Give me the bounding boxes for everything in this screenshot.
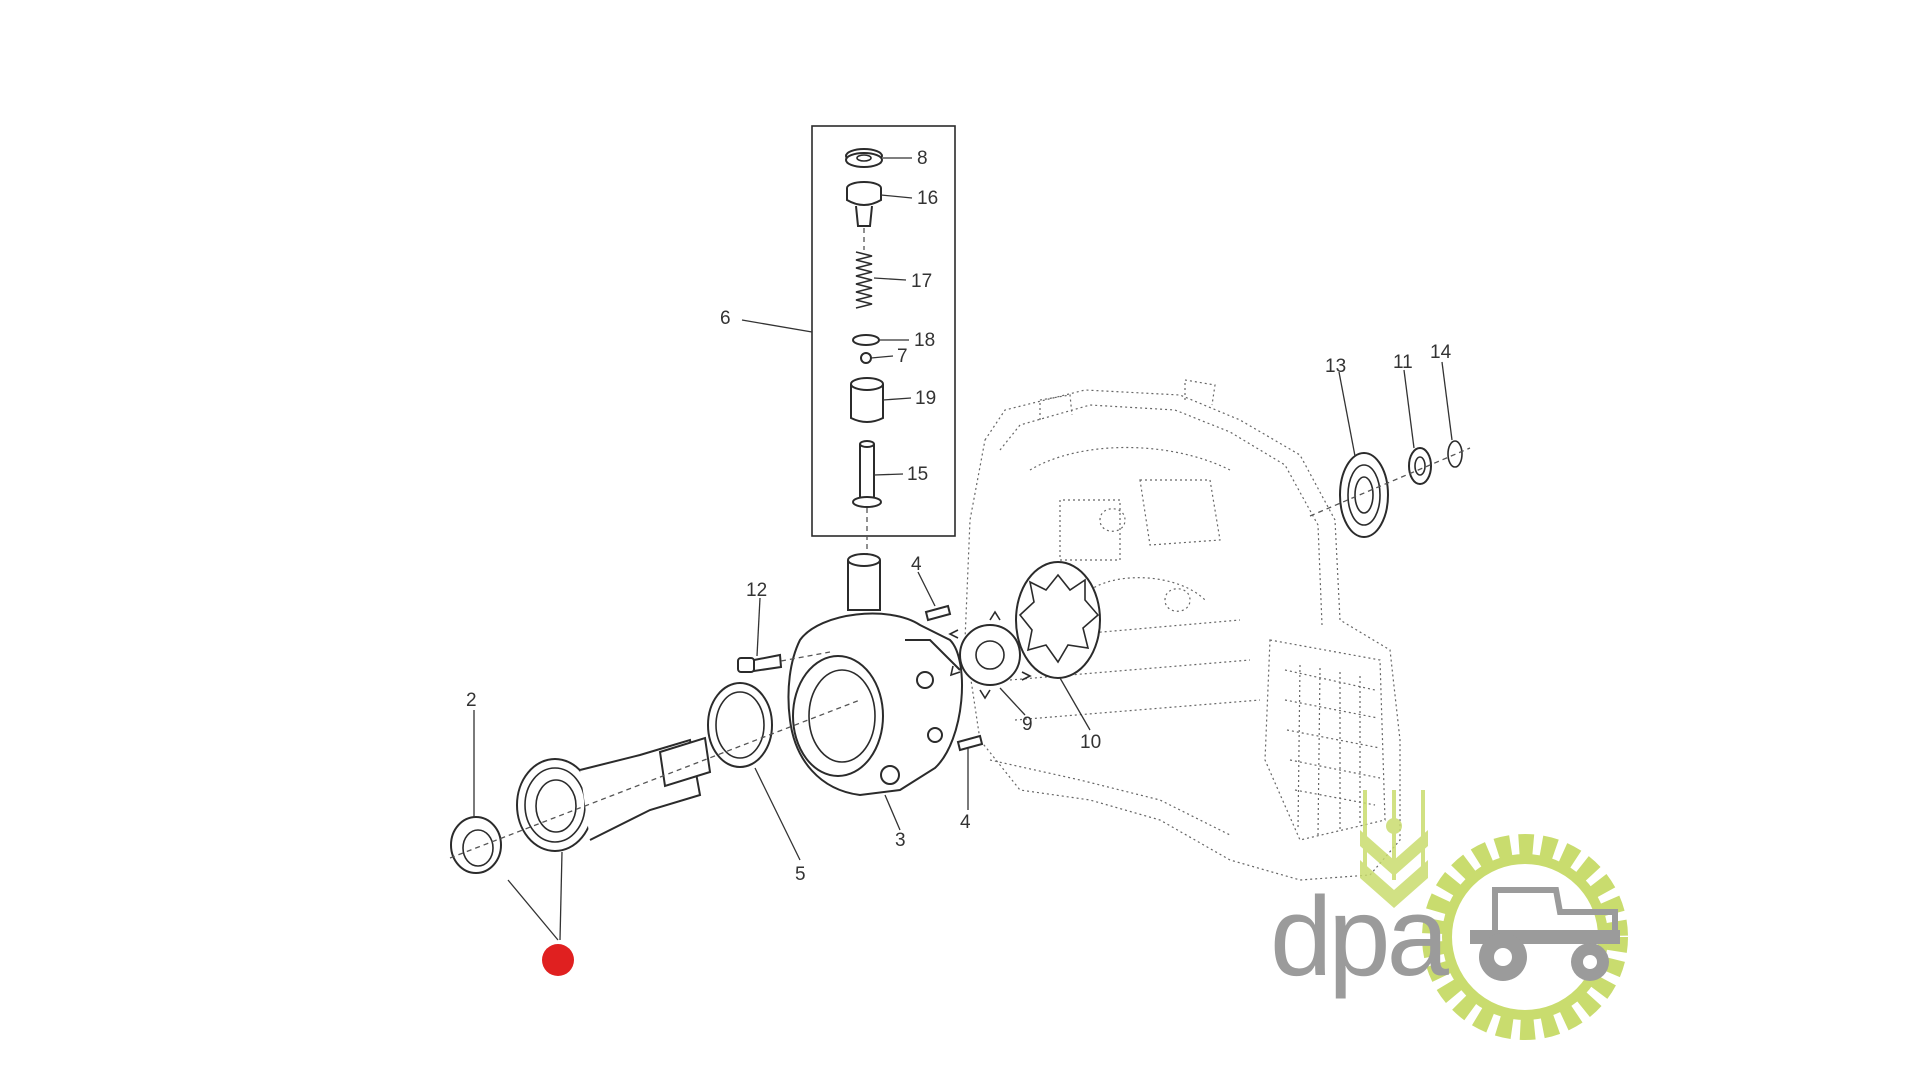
callout-11: 11 [1393,352,1413,373]
ball-part-7 [860,352,872,364]
callout-4-upper: 4 [911,554,922,575]
seal-part-8 [845,148,883,168]
valve-assembly-inset [811,125,956,560]
leader-lines [473,157,1453,941]
shaft-gear-assembly-part-2 [450,736,712,874]
snap-ring-part-14 [1447,440,1463,468]
callout-13: 13 [1325,356,1346,377]
seal-part-11 [1408,447,1432,485]
washer-part-18 [852,334,880,346]
callout-4-lower: 4 [960,812,971,833]
callout-6: 6 [720,308,731,329]
spring-part-17 [855,228,873,309]
dpa-watermark-logo: dpa [1270,790,1628,1040]
dowel-pin-part-4-upper [924,604,952,622]
callout-7: 7 [897,346,908,367]
rotor-ring-part-10 [1015,561,1101,679]
sleeve-part-19 [850,377,884,423]
valve-part-16 [846,181,882,227]
dowel-pin-part-4-lower [956,734,984,752]
pin-part-15 [852,440,882,508]
callout-8: 8 [917,148,928,169]
wheat-icon [1360,790,1428,908]
callout-12: 12 [746,580,767,601]
needle-bearing-part-5 [707,682,773,768]
callout-10: 10 [1080,732,1101,753]
callout-2: 2 [466,690,477,711]
callout-5: 5 [795,864,806,885]
tractor-icon [1470,887,1620,981]
callout-17: 17 [911,271,932,292]
callout-3: 3 [895,830,906,851]
gear-part-9 [948,610,1032,700]
callout-15: 15 [907,464,928,485]
bolt-part-12 [737,651,831,673]
callout-labels: 8 16 17 6 18 7 19 15 13 11 14 12 4 2 9 1… [466,148,1452,885]
highlight-marker [542,944,574,976]
pump-housing-part-3 [787,553,963,797]
callout-19: 19 [915,388,936,409]
dpa-logo-text: dpa [1270,874,1450,999]
callout-14: 14 [1430,342,1452,363]
callout-18: 18 [914,330,935,351]
callout-9: 9 [1022,714,1033,735]
bearing-part-13 [1339,452,1389,538]
callout-16: 16 [917,188,938,209]
